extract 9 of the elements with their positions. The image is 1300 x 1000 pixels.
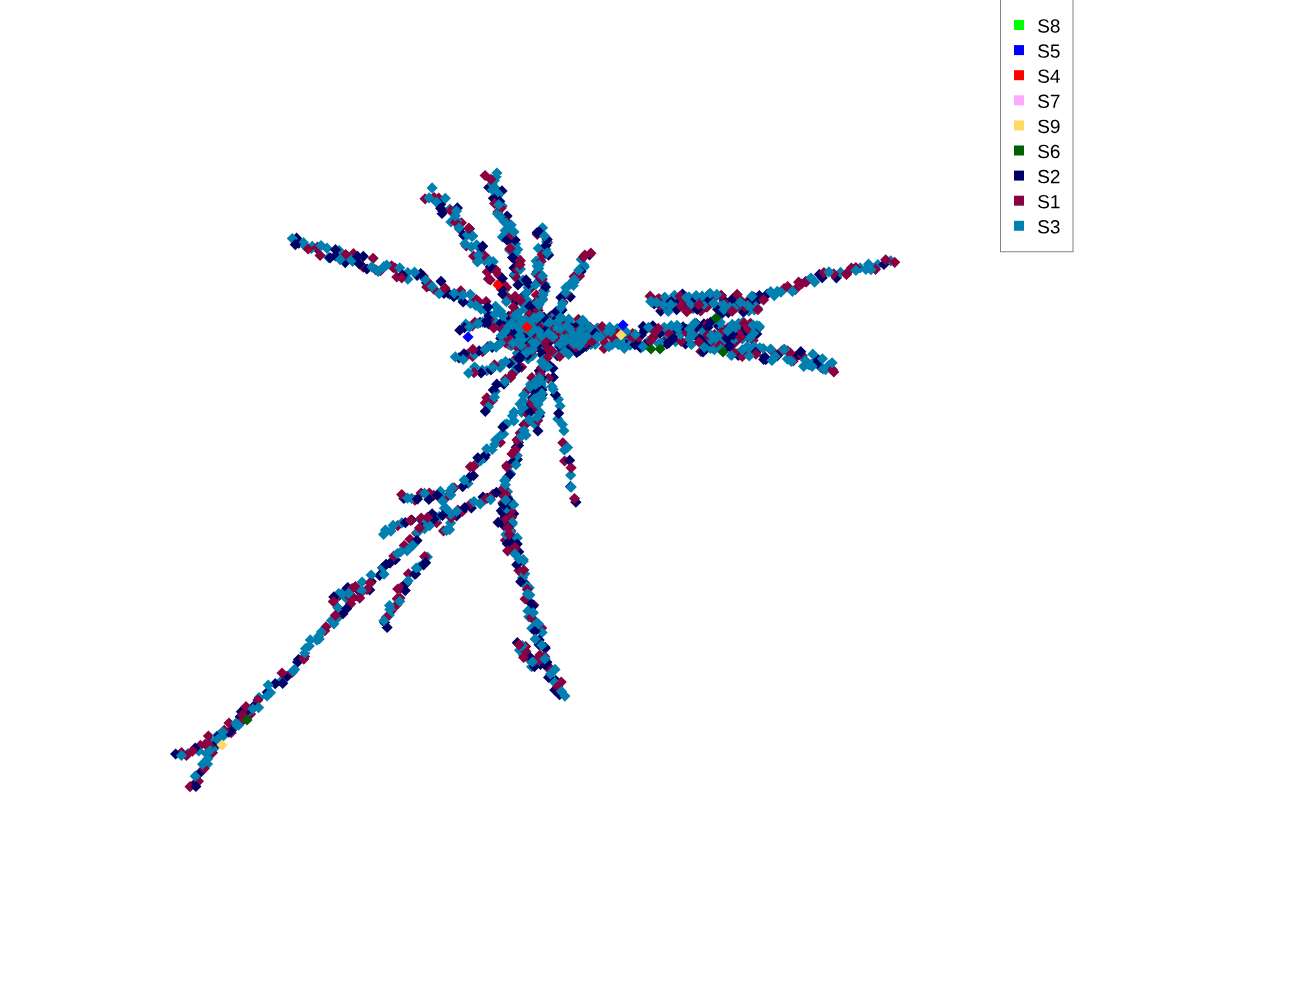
- legend-label: S9: [1038, 119, 1060, 134]
- legend-label: S6: [1038, 144, 1060, 159]
- legend-label: S5: [1038, 44, 1060, 58]
- legend-label: S3: [1038, 220, 1060, 234]
- legend-label: S8: [1038, 19, 1060, 33]
- legend-label: S7: [1038, 94, 1060, 108]
- legend-label: S1: [1038, 194, 1060, 209]
- legend-label: S4: [1038, 69, 1060, 83]
- legend-label: S2: [1038, 169, 1060, 184]
